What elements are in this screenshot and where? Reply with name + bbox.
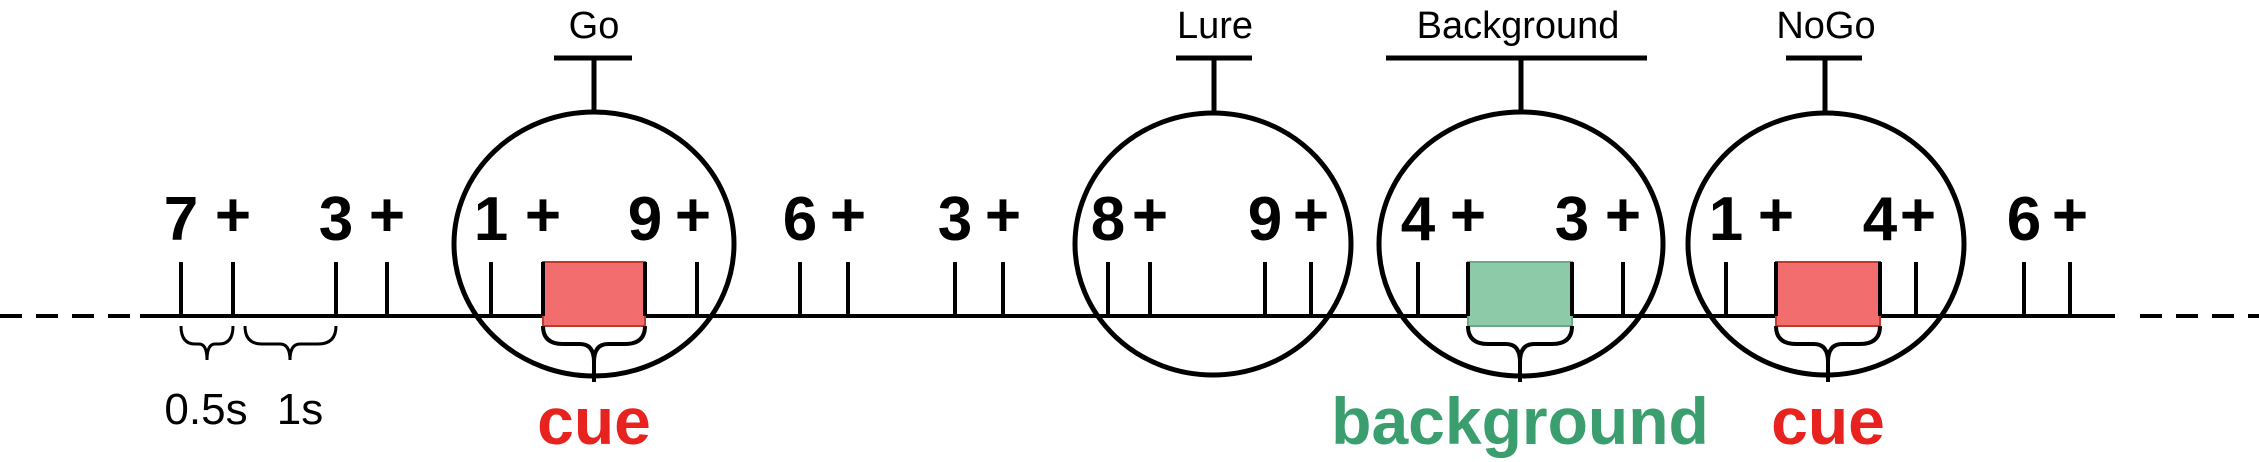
window-brace-nogo xyxy=(1774,325,1882,363)
stimulus-digit-3: 1 xyxy=(474,185,508,254)
stimulus-digit-13: 6 xyxy=(2007,185,2041,254)
timing-label-long: 1s xyxy=(277,385,323,434)
stimulus-digit-12: 4 xyxy=(1863,185,1898,254)
stimulus-plus-7: + xyxy=(1132,181,1168,250)
stimulus-digit-9: 4 xyxy=(1401,185,1436,254)
stimulus-digit-10: 3 xyxy=(1555,185,1589,254)
group-label-nogo: NoGo xyxy=(1776,5,1875,47)
stimulus-plus-12: + xyxy=(1900,181,1936,250)
stimulus-plus-2: + xyxy=(369,181,405,250)
stimulus-plus-8: + xyxy=(1293,181,1329,250)
stimulus-plus-13: + xyxy=(2052,181,2088,250)
stimulus-digit-1: 7 xyxy=(164,185,198,254)
timing-brace-short xyxy=(179,325,235,361)
window-label-cue-go: cue xyxy=(537,384,651,458)
stimulus-digit-11: 1 xyxy=(1709,185,1743,254)
cue-window-nogo xyxy=(1775,261,1881,327)
stimulus-digit-8: 9 xyxy=(1248,185,1282,254)
stimulus-digit-6: 3 xyxy=(938,185,972,254)
group-label-go: Go xyxy=(569,5,620,47)
stimulus-plus-5: + xyxy=(830,181,866,250)
window-label-cue-nogo: cue xyxy=(1771,384,1885,458)
window-label-background: background xyxy=(1331,384,1709,458)
background-window xyxy=(1467,261,1573,327)
stimulus-digit-5: 6 xyxy=(783,185,817,254)
timing-label-short: 0.5s xyxy=(164,385,247,434)
stimulus-plus-4: + xyxy=(675,181,711,250)
stimulus-plus-6: + xyxy=(985,181,1021,250)
tick-marks xyxy=(179,262,2072,316)
stimulus-plus-11: + xyxy=(1758,181,1794,250)
stimulus-plus-1: + xyxy=(215,181,251,250)
stimulus-plus-10: + xyxy=(1605,181,1641,250)
stimulus-plus-3: + xyxy=(525,181,561,250)
stimulus-digit-2: 3 xyxy=(319,185,353,254)
window-brace-go xyxy=(541,325,647,363)
stimulus-digit-7: 8 xyxy=(1091,185,1125,254)
window-brace-background xyxy=(1466,325,1574,363)
stimulus-plus-9: + xyxy=(1450,181,1486,250)
timing-brace-long xyxy=(243,325,338,361)
group-label-lure: Lure xyxy=(1177,5,1253,47)
group-label-background: Background xyxy=(1417,5,1620,47)
cue-window-go xyxy=(542,261,646,327)
stimulus-digit-4: 9 xyxy=(628,185,662,254)
